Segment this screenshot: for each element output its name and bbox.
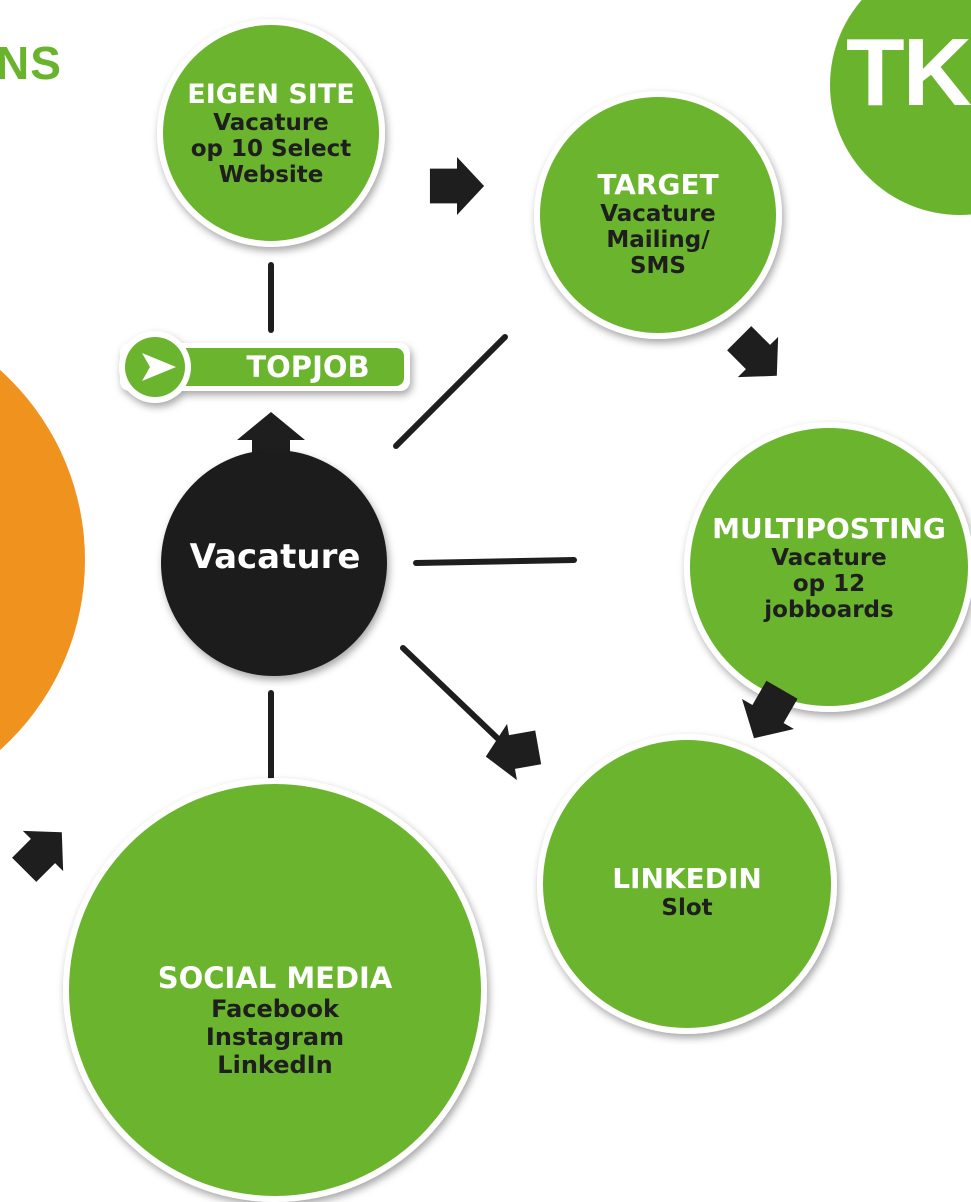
- target-label: TARGET Vacature Mailing/ SMS: [568, 148, 748, 298]
- multiposting-line: jobboards: [764, 596, 894, 623]
- page-title-fragment: NS: [0, 37, 62, 89]
- up-arrow-icon: [237, 412, 305, 462]
- eigen-site-line: op 10 Select: [190, 135, 352, 162]
- connector-linkedin: [400, 645, 517, 757]
- multiposting-line: op 12: [792, 570, 866, 597]
- chevron-arrow-icon: [719, 318, 797, 396]
- center-node: [161, 450, 387, 676]
- social-media-line: Facebook: [211, 995, 339, 1023]
- social-media-title: SOCIAL MEDIA: [157, 961, 393, 995]
- multiposting-label: MULTIPOSTING Vacature op 12 jobboards: [700, 497, 958, 637]
- linkedin-line: Slot: [661, 894, 713, 921]
- logo-text: TK: [846, 19, 971, 126]
- chevron-arrow-icon: [429, 157, 485, 215]
- multiposting-title: MULTIPOSTING: [712, 511, 946, 545]
- logo-circle: [830, 0, 971, 215]
- target-line: SMS: [629, 252, 687, 279]
- play-triangle-icon: [142, 353, 176, 381]
- social-media-label: SOCIAL MEDIA Facebook Instagram LinkedIn: [135, 950, 415, 1090]
- eigen-site-line: Vacature: [213, 109, 329, 136]
- connector-lines: [268, 262, 577, 855]
- orange-circle: [0, 370, 85, 750]
- topjob-label: TOPJOB: [246, 350, 370, 384]
- linkedin-title: LINKEDIN: [612, 861, 762, 895]
- social-media-line: LinkedIn: [217, 1051, 333, 1079]
- eigen-site-line: Website: [218, 161, 324, 188]
- social-media-line: Instagram: [205, 1023, 345, 1051]
- connector-target: [393, 334, 508, 449]
- target-line: Mailing/: [606, 226, 710, 253]
- eigen-site-title: EIGEN SITE: [187, 78, 355, 110]
- target-line: Vacature: [600, 200, 716, 227]
- linkedin-label: LINKEDIN Slot: [577, 856, 797, 926]
- multiposting-line: Vacature: [771, 544, 887, 571]
- chevron-arrow-icon: [4, 812, 82, 890]
- target-title: TARGET: [597, 167, 719, 201]
- connector-multiposting: [413, 557, 577, 566]
- center-label: Vacature: [189, 537, 361, 577]
- eigen-site-label: EIGEN SITE Vacature op 10 Select Website: [171, 58, 371, 208]
